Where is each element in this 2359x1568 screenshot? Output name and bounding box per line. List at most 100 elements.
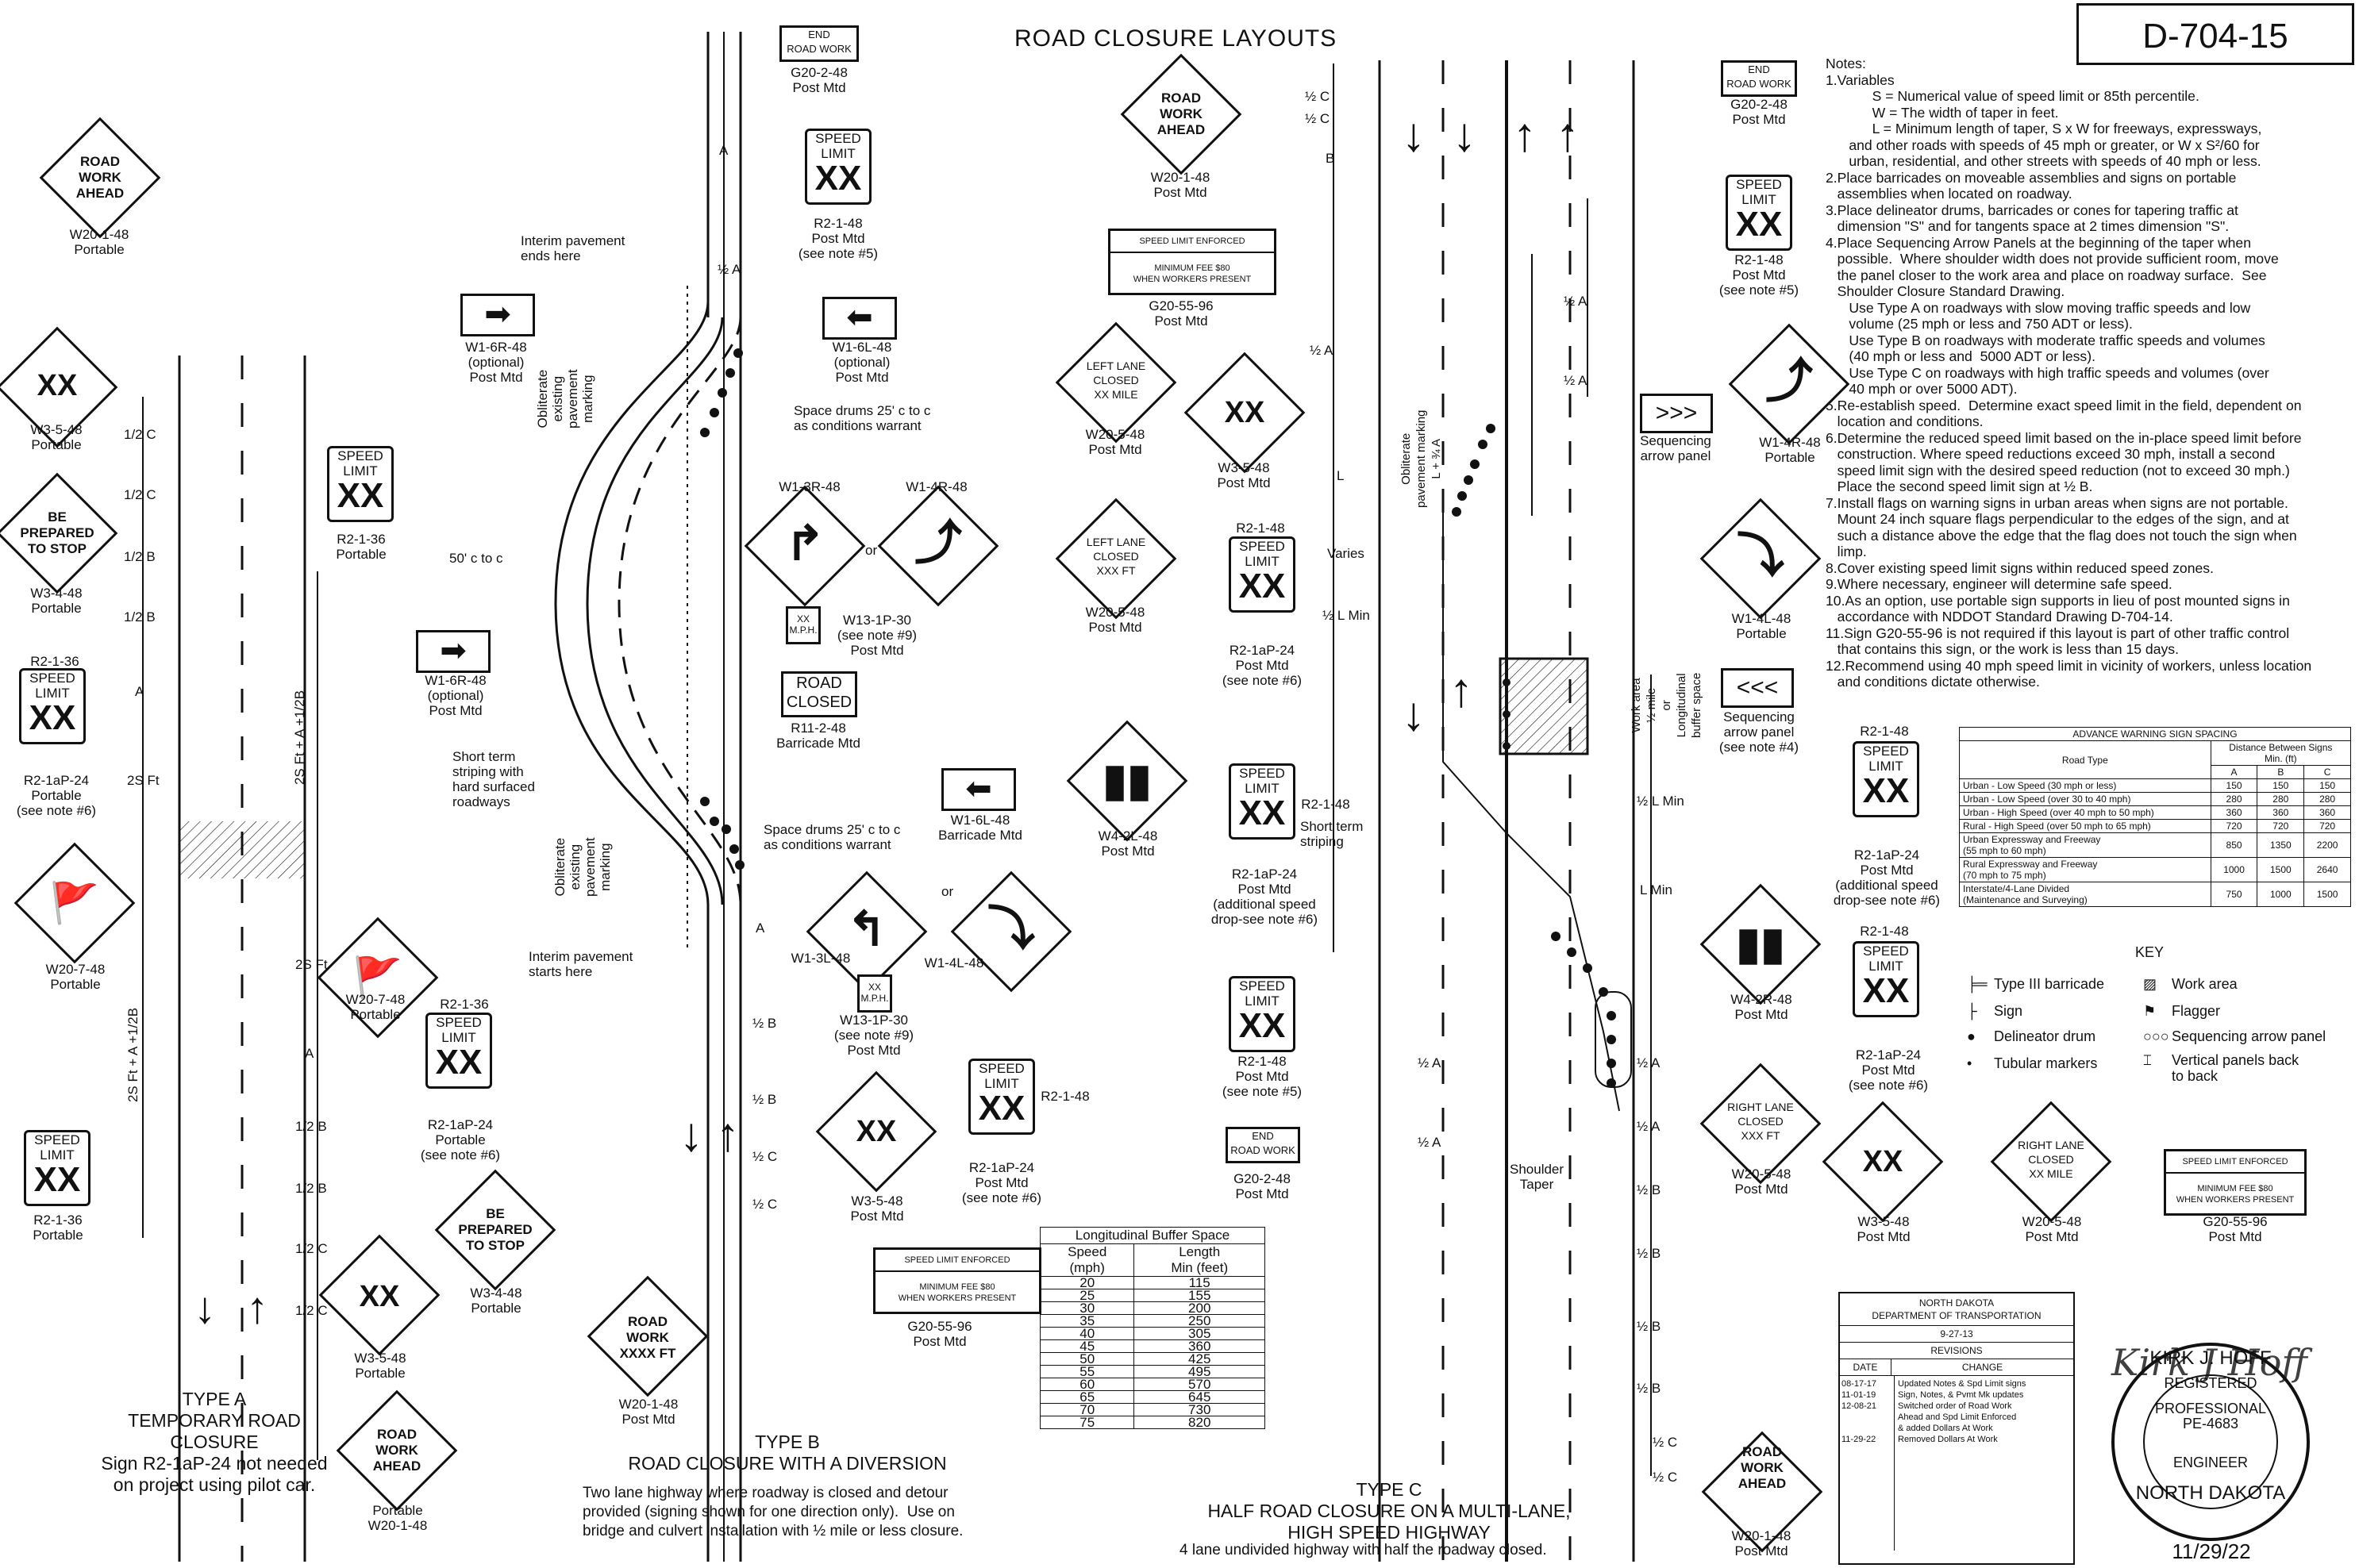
sign-label: G20-2-48 Post Mtd [1233,1171,1291,1201]
note-line: 10.As an option, use portable sign suppo… [1826,592,2290,609]
right-lane-closed-text: RIGHT LANE CLOSED XXX FT [1727,1101,1794,1142]
dim-label: ½ C [1653,1470,1678,1485]
dim-label: ½ C [752,1197,778,1212]
left-lane-closed-text: LEFT LANE CLOSED XXX FT [1086,536,1146,577]
sign-label: G20-55-96 Post Mtd [1149,298,1214,329]
engineer-seal-inner [2143,1374,2278,1509]
dim-label: 1/2 C [295,1303,328,1318]
dim-label: ½ A [1564,294,1587,309]
sign-label: W3-5-48 Portable [30,422,83,452]
key-label: Tubular markers [1994,1055,2098,1071]
signed-date: 11/29/22 [2172,1539,2251,1563]
sign-label: R2-1-36 [440,997,489,1012]
sign-label: W20-5-48 Post Mtd [2022,1214,2082,1244]
buffer-speed-header: Speed (mph) [1039,1243,1135,1277]
note-line: (40 mph or less and 5000 ADT or less). [1826,348,2095,364]
direction-arrow-down: ↓ [1402,108,1426,161]
sign-label: W13-1P-30 (see note #9) Post Mtd [837,613,918,658]
dim-label: ½ A [1564,373,1587,388]
speed-limit-value: XX [33,1160,81,1199]
table-row: Rural - High Speed (over 50 mph to 65 mp… [1959,819,2351,833]
type-c-description: 4 lane undivided highway with half the r… [1180,1542,1547,1558]
note-line: assemblies when located on roadway. [1826,186,2072,202]
sign-label: R11-2-48 Barricade Mtd [776,721,860,751]
be-prepared-text: BE PREPARED TO STOP [20,509,94,556]
dim-label: ½ A [1418,1135,1441,1150]
sign-label: G20-2-48 Post Mtd [791,65,848,95]
sign-label: R2-1-48 [1301,797,1350,812]
speed-reduction-xx: XX [1862,1145,1903,1178]
sequencing-arrow-panel: >>> [1640,394,1713,433]
note-line: 9.Where necessary, engineer will determi… [1826,576,2172,592]
note-line: 7.Install flags on warning signs in urba… [1826,494,2288,511]
seal-professional: PROFESSIONAL PE-4683 [2154,1401,2267,1432]
note-line: construction. Where speed reductions exc… [1826,446,2276,462]
speed-limit-text: SPEED LIMIT [1863,943,1909,974]
direction-arrow-down: ↓ [1402,687,1426,740]
barricade-icon: ╞═ [1967,976,1988,992]
note-line: Place the second speed limit sign at ½ B… [1826,478,2093,494]
sign-label: R2-1-36 Portable [336,532,387,562]
table-cell: 360 [2303,805,2351,820]
dim-label: 1/2 C [124,487,156,502]
table-cell: 1500 [2303,882,2351,907]
key-label: Work area [2172,976,2238,992]
interim-label: Interim pavement starts here [529,949,633,979]
note-line: that contains this sign, or the work is … [1826,641,2179,657]
revision-body: 08-17-17 11-01-19 12-08-21 11-29-22 Upda… [1840,1376,2073,1551]
note-line: dimension "S" and for tangents space at … [1826,218,2230,234]
dim-label: 2S Ft + A +1/2B [292,690,308,786]
key-barricade: ╞═ Type III barricade [1967,976,2104,993]
enforced-bottom: MINIMUM FEE $80 WHEN WORKERS PRESENT [1133,263,1252,284]
note-line: S = Numerical value of speed limit or 85… [1826,88,2199,104]
sign-label: R2-1aP-24 Post Mtd (additional speed dro… [1833,847,1941,908]
sign-label: R2-1aP-24 Post Mtd (see note #6) [1222,643,1303,688]
dim-label: B [1326,151,1335,166]
speed-limit-value: XX [337,476,384,515]
advance-distance-header: Distance Between Signs Min. (ft) [2210,740,2352,766]
reverse-curve-icon: ⤵ [1737,529,1784,582]
end-road-work-sign: END ROAD WORK [1226,1127,1300,1163]
table-cell: 720 [2210,819,2258,833]
drum-spacing-label: Space drums 25' c to c as conditions war… [764,822,901,852]
dim-label: ½ B [1637,1246,1661,1261]
road-work-ahead-text: ROAD WORK AHEAD [75,154,125,201]
table-cell: Urban - Low Speed (30 mph or less) [1959,778,2211,793]
speed-limit-text: SPEED LIMIT [34,1132,80,1163]
direction-arrow-up: ↑ [1513,108,1537,161]
table-row: Urban - Low Speed (over 30 to 40 mph)280… [1959,792,2351,806]
speed-limit-value: XX [1862,971,1910,1010]
table-cell: 65 [1039,1390,1135,1404]
note-line: 4.Place Sequencing Arrow Panels at the b… [1826,234,2251,251]
sign-label: W1-3L-48 [791,951,851,966]
key-label: Type III barricade [1994,976,2105,992]
sign-label: R2-1aP-24 Post Mtd (see note #6) [1848,1047,1929,1093]
advance-warning-table: ADVANCE WARNING SIGN SPACING Road Type D… [1959,727,2352,907]
end-road-work-sign: END ROAD WORK [1721,60,1797,97]
table-cell: 645 [1133,1390,1265,1404]
table-cell: 720 [2303,819,2351,833]
sign-label: R2-1-48 [1860,924,1909,939]
title-block: NORTH DAKOTA DEPARTMENT OF TRANSPORTATIO… [1838,1292,2075,1565]
table-cell: 50 [1039,1352,1135,1366]
advance-table-title: ADVANCE WARNING SIGN SPACING [1959,727,2351,741]
note-line: Shoulder Closure Standard Drawing. [1826,283,2065,299]
enforced-bottom: MINIMUM FEE $80 WHEN WORKERS PRESENT [2176,1184,2295,1205]
note-line: 2.Place barricades on moveable assemblie… [1826,169,2237,186]
type-a-caption: TYPE A TEMPORARY ROAD CLOSURE Sign R2-1a… [101,1389,328,1495]
sign-label: W1-4L-48 Portable [1731,611,1791,641]
speed-limit-text: SPEED LIMIT [1736,177,1782,207]
key-tubular: •Tubular markers [1967,1055,2097,1072]
key-label: Delineator drum [1994,1028,2096,1044]
dim-label: 1/2 B [295,1119,327,1134]
sign-label: R2-1-48 Post Mtd (see note #5) [1718,252,1799,298]
or-label: or [865,543,878,558]
